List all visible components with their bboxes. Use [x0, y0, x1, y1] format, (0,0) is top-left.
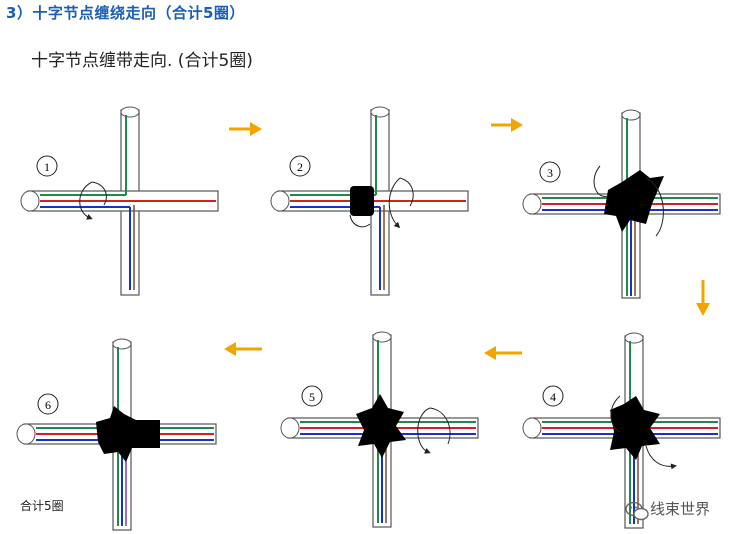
step-1-number: 1 [44, 160, 50, 174]
step-5-figure: 5 [280, 331, 479, 528]
arrow-left-icon [224, 342, 262, 356]
step-6-number: 6 [45, 398, 51, 412]
step-4-number: 4 [550, 390, 556, 404]
wechat-icon [625, 501, 649, 521]
watermark-text: 线束世界 [650, 500, 711, 518]
step-2-figure: 2 [270, 106, 469, 296]
total-turns-note: 合计5圈 [20, 499, 64, 513]
step-3-number: 3 [547, 166, 553, 180]
arrow-down-icon [696, 280, 710, 316]
step-4-figure: 4 [522, 332, 721, 529]
figure-subtitle: 十字节点缠带走向. (合计5圈) [31, 51, 253, 71]
arrow-right-icon [491, 118, 523, 132]
step-1-figure: 1 [20, 106, 219, 296]
step-6-figure: 6 [16, 338, 217, 531]
arrow-left-icon [484, 346, 522, 360]
arrow-right-icon [229, 122, 262, 136]
step-3-figure: 3 [522, 109, 721, 299]
section-heading: 3）十字节点缠绕走向（合计5圈） [6, 4, 245, 22]
step-5-number: 5 [309, 390, 315, 404]
step-2-number: 2 [297, 160, 303, 174]
